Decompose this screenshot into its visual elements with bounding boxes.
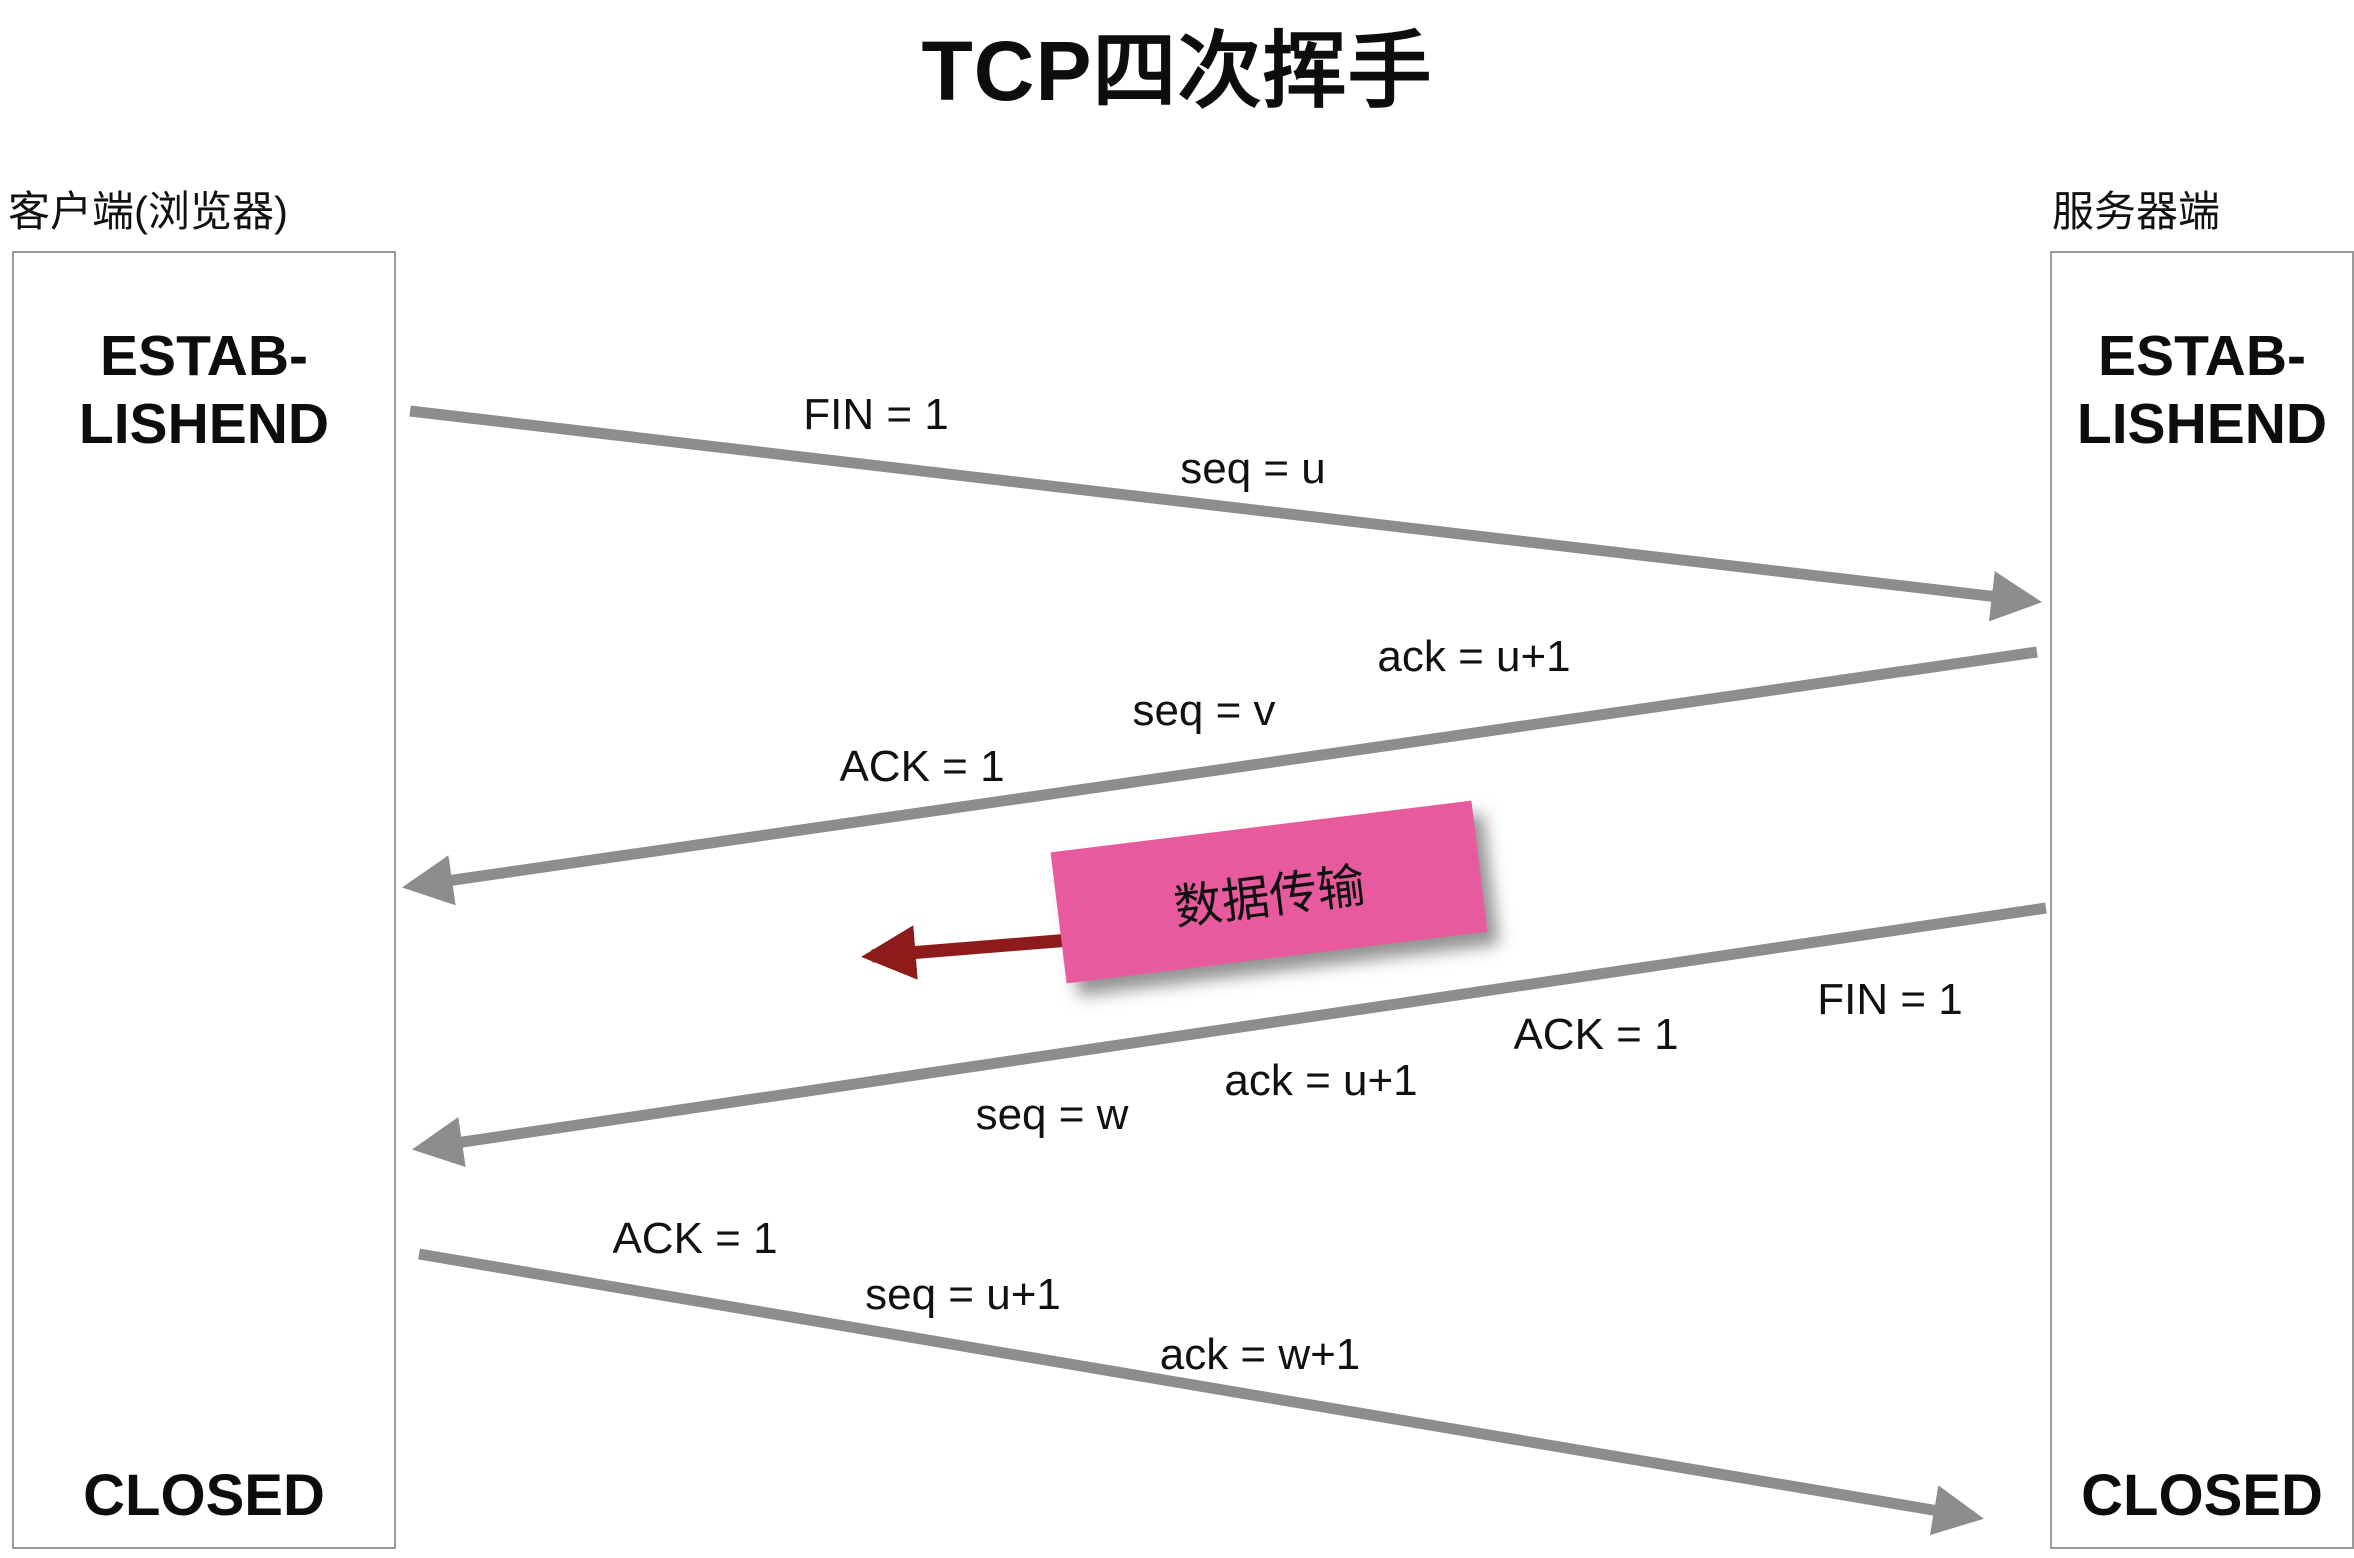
server-state-established-line2: LISHEND (2076, 392, 2328, 456)
label-lastack-acknum: ack = w+1 (1159, 1330, 1361, 1379)
label-lastack-seq: seq = u+1 (865, 1270, 1061, 1319)
client-actor-label: 客户端(浏览器) (8, 188, 288, 235)
arrow-client-ack (418, 1248, 1984, 1536)
label-fin2-ackflag: ACK = 1 (1513, 1010, 1679, 1059)
label-fin2-seq: seq = w (975, 1090, 1129, 1139)
label-ack1-seq: seq = v (1132, 686, 1276, 735)
arrow-server-fin (411, 902, 2047, 1168)
client-state-established-line2: LISHEND (78, 392, 330, 456)
client-state-established: ESTAB- LISHEND (12, 322, 396, 458)
label-fin2-flag: FIN = 1 (1817, 975, 1963, 1024)
client-lifeline-box (12, 251, 396, 1549)
data-transfer-direction-arrow (861, 925, 1071, 980)
label-fin1-seq: seq = u (1180, 444, 1326, 493)
server-actor-label: 服务器端 (2052, 188, 2221, 235)
arrow-server-ack (401, 646, 2038, 906)
data-transfer-label: 数据传输 (1171, 859, 1369, 936)
server-state-established: ESTAB- LISHEND (2050, 322, 2354, 458)
server-lifeline-box (2050, 251, 2354, 1549)
client-state-established-line1: ESTAB- (100, 324, 308, 388)
label-fin1-flag: FIN = 1 (803, 390, 949, 439)
label-ack1-acknum: ack = u+1 (1377, 632, 1571, 681)
arrow-client-fin (409, 405, 2043, 622)
label-ack1-flag: ACK = 1 (839, 742, 1005, 791)
client-state-closed: CLOSED (83, 1463, 325, 1528)
server-state-closed: CLOSED (2081, 1463, 2323, 1528)
label-fin2-acknum: ack = u+1 (1224, 1056, 1418, 1105)
server-state-established-line1: ESTAB- (2098, 324, 2306, 388)
label-lastack-flag: ACK = 1 (612, 1214, 778, 1263)
diagram-title: TCP四次挥手 (921, 24, 1433, 118)
